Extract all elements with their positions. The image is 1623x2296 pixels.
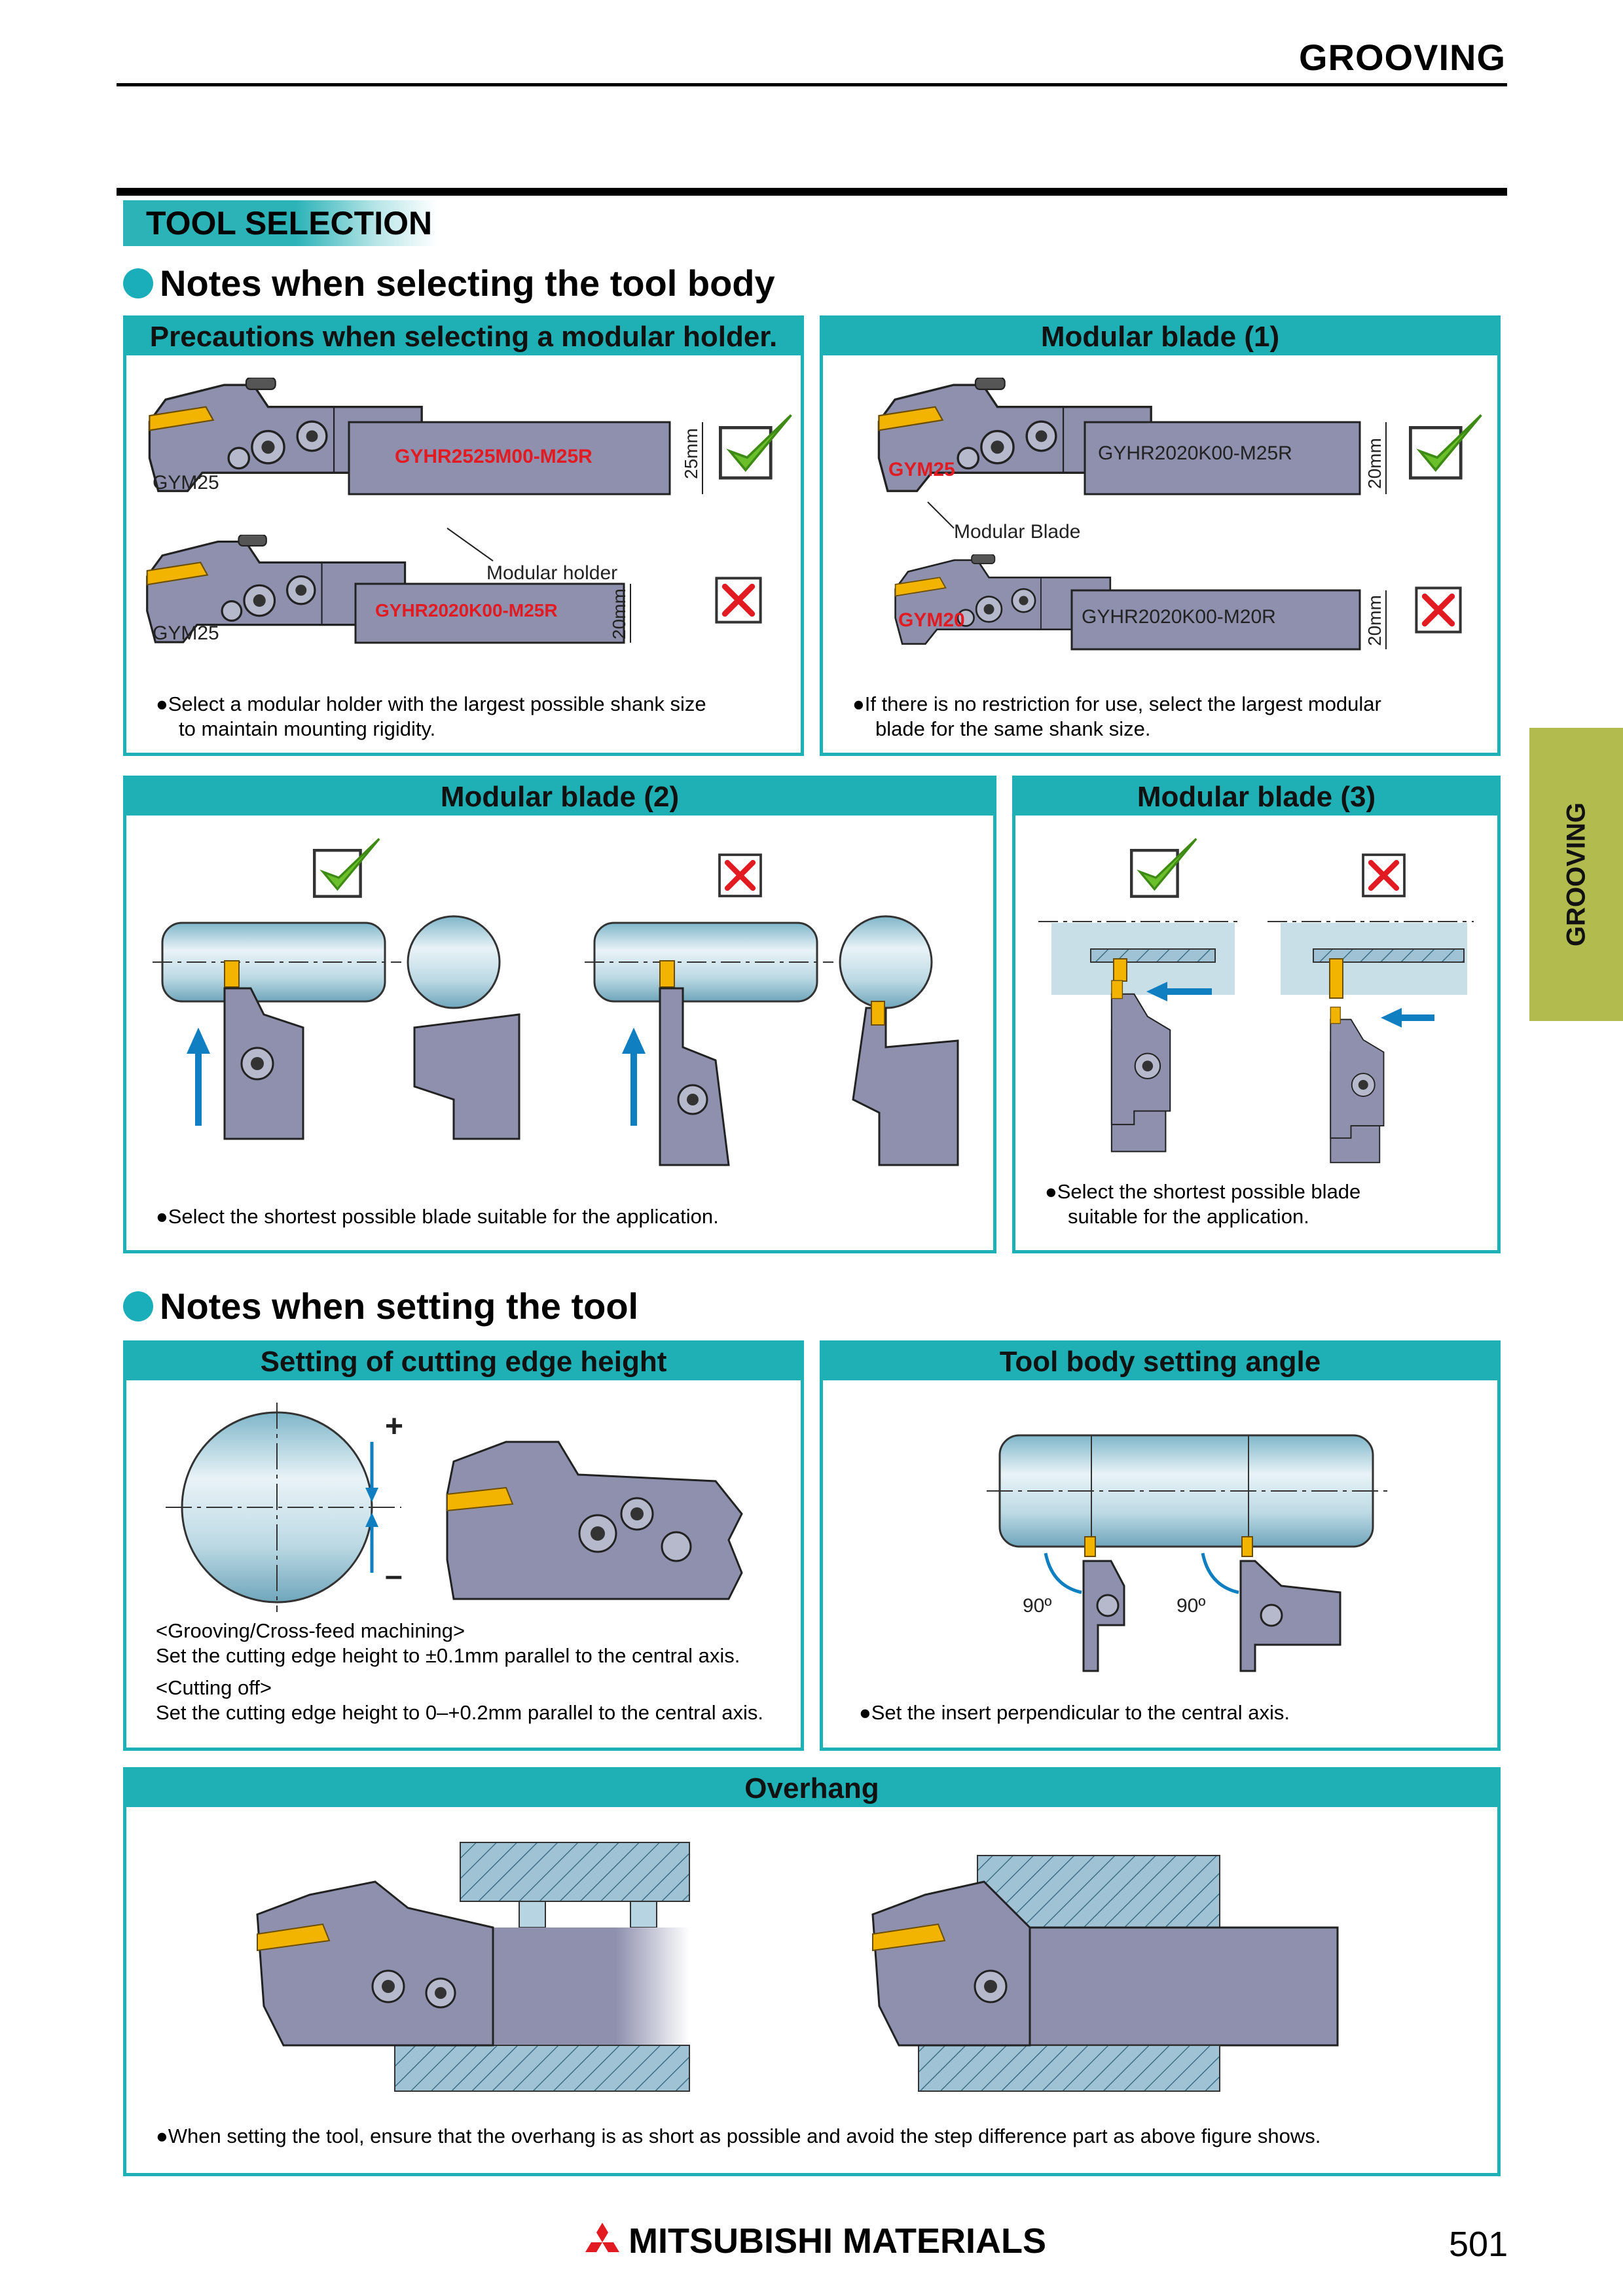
caption: ●Select the shortest possible blade suit… <box>156 1205 719 1228</box>
panel-modular-blade-3: Modular blade (3) ●Select the shortest p… <box>1012 776 1501 1253</box>
caption-line2: to maintain mounting rigidity. <box>179 717 436 740</box>
gym25-bottom-label: GYM25 <box>153 622 219 644</box>
notes-setting-heading: Notes when setting the tool <box>123 1285 638 1327</box>
caption-line2: suitable for the application. <box>1068 1205 1309 1228</box>
modular-blade-3-diagram <box>1038 825 1474 1164</box>
panel-cutting-edge-height: Setting of cutting edge height + – <Groo… <box>123 1340 804 1751</box>
panel-title: Modular blade (2) <box>126 779 993 816</box>
caption-line2: blade for the same shank size. <box>875 717 1151 740</box>
panel-modular-holder: Precautions when selecting a modular hol… <box>123 315 804 756</box>
holder-code-top: GYHR2020K00-M25R <box>1098 442 1292 464</box>
panel-title: Modular blade (3) <box>1015 779 1497 816</box>
panel-modular-blade-1: Modular blade (1) GYM25 GYHR2020K00-M25R… <box>820 315 1501 756</box>
plus-sign: + <box>385 1409 403 1444</box>
caption: ●Set the insert perpendicular to the cen… <box>859 1701 1290 1724</box>
caption-line1: ●If there is no restriction for use, sel… <box>852 692 1381 715</box>
panel-modular-blade-2: Modular blade (2) ●Select the shortest p… <box>123 776 996 1253</box>
caption-line1: ●Select the shortest possible blade <box>1045 1180 1361 1203</box>
holder-code-bottom: GYHR2020K00-M20R <box>1082 606 1276 628</box>
section-label: TOOL SELECTION <box>123 200 437 246</box>
gym20-label: GYM20 <box>898 609 965 631</box>
panel-title: Precautions when selecting a modular hol… <box>126 319 801 355</box>
panel-title: Setting of cutting edge height <box>126 1344 801 1380</box>
edge-line3: <Cutting off> <box>156 1676 272 1699</box>
edge-line4: Set the cutting edge height to 0–+0.2mm … <box>156 1701 763 1724</box>
minus-sign: – <box>385 1558 403 1593</box>
gym25-label: GYM25 <box>888 459 955 480</box>
bullet-dot-icon <box>123 268 153 298</box>
bullet-dot-icon <box>123 1291 153 1321</box>
side-tab-grooving: GROOVING <box>1529 728 1623 1021</box>
side-tab-label: GROOVING <box>1561 802 1590 947</box>
footer-logo: MITSUBISHI MATERIALS <box>583 2221 1046 2261</box>
notes-tool-body-text: Notes when selecting the tool body <box>160 262 775 304</box>
notes-tool-body-heading: Notes when selecting the tool body <box>123 262 775 304</box>
page-number: 501 <box>1449 2225 1508 2264</box>
page-header-title: GROOVING <box>1298 37 1506 78</box>
caption: ●When setting the tool, ensure that the … <box>156 2125 1321 2147</box>
edge-line1: <Grooving/Cross-feed machining> <box>156 1619 465 1642</box>
dim-top: 20mm <box>1364 438 1385 489</box>
notes-setting-text: Notes when setting the tool <box>160 1285 639 1327</box>
dim-top: 25mm <box>681 428 701 479</box>
caption-line1: ●Select a modular holder with the larges… <box>156 692 706 715</box>
section-rule <box>117 188 1507 196</box>
panel-overhang: Overhang ●When setting the tool, ensure … <box>123 1767 1501 2176</box>
panel-title: Overhang <box>126 1770 1497 1807</box>
mitsubishi-diamonds-icon <box>585 2223 619 2252</box>
angle-left: 90º <box>1023 1595 1051 1617</box>
dim-bottom: 20mm <box>609 588 629 639</box>
dim-bottom: 20mm <box>1364 595 1385 646</box>
holder-code-bottom: GYHR2020K00-M25R <box>375 600 558 620</box>
gym25-top-label: GYM25 <box>153 472 219 493</box>
modular-holder-diagram: GYM25 GYHR2525M00-M25R 25mm Modular hold… <box>146 378 794 644</box>
panel-tool-body-setting-angle: Tool body setting angle 90º 90º ●Set the… <box>820 1340 1501 1751</box>
panel-title: Modular blade (1) <box>823 319 1497 355</box>
callout-modular-holder: Modular holder <box>486 562 617 584</box>
modular-blade-1-diagram: GYM25 GYHR2020K00-M25R 20mm Modular Blad… <box>877 378 1491 651</box>
holder-code-top: GYHR2525M00-M25R <box>395 446 593 467</box>
panel-title: Tool body setting angle <box>823 1344 1497 1380</box>
header-rule <box>117 83 1507 86</box>
modular-blade-2-diagram <box>153 825 959 1166</box>
angle-right: 90º <box>1176 1595 1205 1617</box>
footer-brand: MITSUBISHI MATERIALS <box>629 2221 1046 2261</box>
edge-line2: Set the cutting edge height to ±0.1mm pa… <box>156 1644 740 1667</box>
overhang-diagram <box>256 1842 1339 2092</box>
setting-angle-diagram: 90º 90º <box>987 1434 1393 1672</box>
callout-modular-blade: Modular Blade <box>954 521 1080 543</box>
cutting-edge-height-diagram: + – <box>166 1403 743 1612</box>
